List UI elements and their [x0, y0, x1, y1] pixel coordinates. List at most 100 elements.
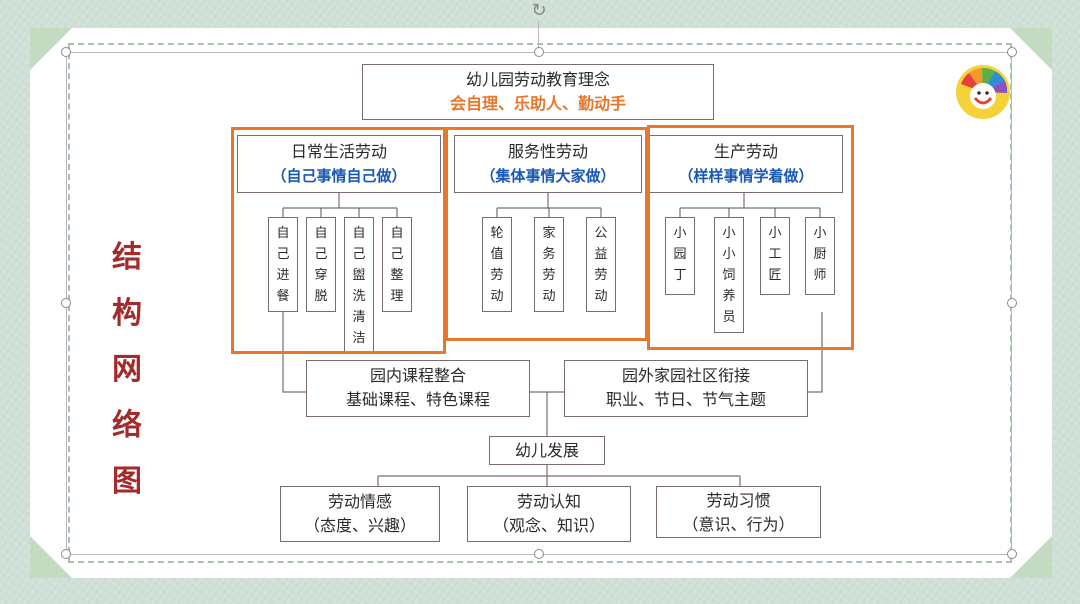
item-char: 穿	[314, 268, 328, 283]
middle-subtitle: 基础课程、特色课程	[345, 390, 490, 409]
resize-handle-top-left[interactable]	[61, 47, 71, 57]
item-char: 厨	[813, 247, 827, 262]
development-title: 幼儿发展	[514, 441, 579, 460]
item-char: 自	[352, 226, 366, 241]
concept-box: 幼儿园劳动教育理念 会自理、乐助人、勤动手	[362, 64, 714, 120]
corner-decoration	[1010, 536, 1052, 578]
rotate-handle-icon[interactable]: ↻	[531, 0, 547, 21]
item-char: 己	[314, 247, 328, 262]
item-char: 小	[673, 226, 687, 241]
item-box: 小 园 丁	[665, 217, 695, 295]
resize-handle-bottom-right[interactable]	[1007, 549, 1017, 559]
item-char: 自	[314, 226, 328, 241]
item-box: 小 小 饲 养 员	[714, 217, 744, 333]
item-char: 养	[722, 289, 736, 304]
outcome-subtitle: （观念、知识）	[492, 516, 605, 535]
item-char: 己	[390, 247, 404, 262]
item-char: 清	[352, 310, 366, 325]
category-box-daily-life: 日常生活劳动 （自己事情自己做）	[237, 135, 441, 193]
item-char: 小	[722, 247, 736, 262]
item-box: 自 己 整 理	[382, 217, 412, 312]
middle-subtitle: 职业、节日、节气主题	[605, 390, 766, 409]
middle-title: 园内课程整合	[369, 366, 466, 385]
category-title: 服务性劳动	[507, 142, 588, 161]
item-char: 动	[542, 289, 556, 304]
outcome-title: 劳动认知	[516, 492, 581, 511]
item-char: 脱	[314, 289, 328, 304]
concept-subtitle: 会自理、乐助人、勤动手	[449, 94, 626, 113]
middle-box-curriculum: 园内课程整合 基础课程、特色课程	[306, 360, 530, 417]
item-char: 园	[673, 247, 687, 262]
category-box-service: 服务性劳动 （集体事情大家做）	[454, 135, 642, 193]
side-title-char: 络	[112, 408, 142, 443]
item-box: 轮 值 劳 动	[482, 217, 512, 312]
middle-box-community: 园外家园社区衔接 职业、节日、节气主题	[564, 360, 808, 417]
resize-handle-top-right[interactable]	[1007, 47, 1017, 57]
outcome-box-habit: 劳动习惯 （意识、行为）	[656, 486, 821, 538]
item-char: 理	[390, 289, 404, 304]
item-box: 家 务 劳 动	[534, 217, 564, 312]
item-char: 动	[594, 289, 608, 304]
item-char: 匠	[768, 268, 782, 283]
resize-handle-bottom[interactable]	[534, 549, 544, 559]
item-char: 餐	[276, 289, 290, 304]
item-char: 自	[276, 226, 290, 241]
outcome-box-emotion: 劳动情感 （态度、兴趣）	[280, 486, 440, 542]
resize-handle-right[interactable]	[1007, 298, 1017, 308]
category-subtitle: （自己事情自己做）	[271, 167, 407, 185]
rotate-stem	[538, 20, 539, 48]
item-char: 小	[813, 226, 827, 241]
resize-handle-bottom-left[interactable]	[61, 549, 71, 559]
outcome-subtitle: （态度、兴趣）	[303, 516, 416, 535]
item-box: 自 己 盥 洗 清 洁	[344, 217, 374, 353]
item-char: 师	[813, 268, 827, 283]
category-title: 生产劳动	[713, 142, 778, 161]
item-char: 自	[390, 226, 404, 241]
item-box: 公 益 劳 动	[586, 217, 616, 312]
flower-logo-icon	[956, 65, 1010, 119]
item-char: 工	[768, 247, 782, 262]
outcome-box-cognition: 劳动认知 （观念、知识）	[467, 486, 631, 542]
item-box: 自 己 穿 脱	[306, 217, 336, 312]
item-char: 己	[276, 247, 290, 262]
item-char: 劳	[594, 268, 608, 283]
side-title: 结 构 网 络 图	[100, 230, 154, 510]
item-char: 公	[594, 226, 608, 241]
item-box: 小 工 匠	[760, 217, 790, 295]
category-box-production: 生产劳动 （样样事情学着做）	[649, 135, 843, 193]
category-subtitle: （集体事情大家做）	[480, 167, 616, 185]
item-box: 小 厨 师	[805, 217, 835, 295]
resize-handle-top[interactable]	[534, 47, 544, 57]
item-char: 值	[490, 247, 504, 262]
corner-decoration	[1010, 28, 1052, 70]
item-char: 进	[276, 268, 290, 283]
item-char: 己	[352, 247, 366, 262]
concept-title: 幼儿园劳动教育理念	[465, 70, 610, 89]
item-char: 益	[594, 247, 608, 262]
item-char: 饲	[722, 268, 736, 283]
item-char: 洗	[352, 289, 366, 304]
side-title-char: 图	[112, 464, 142, 499]
item-box: 自 己 进 餐	[268, 217, 298, 312]
category-subtitle: （样样事情学着做）	[678, 167, 814, 185]
item-char: 动	[490, 289, 504, 304]
category-title: 日常生活劳动	[290, 142, 387, 161]
item-char: 洁	[352, 331, 366, 346]
item-char: 小	[768, 226, 782, 241]
resize-handle-left[interactable]	[61, 298, 71, 308]
item-char: 轮	[490, 226, 504, 241]
item-char: 家	[542, 226, 556, 241]
item-char: 小	[722, 226, 736, 241]
item-char: 整	[390, 268, 404, 283]
item-char: 务	[542, 247, 556, 262]
outcome-title: 劳动习惯	[706, 491, 771, 510]
item-char: 员	[722, 310, 736, 325]
item-char: 丁	[673, 268, 687, 283]
item-char: 劳	[542, 268, 556, 283]
item-char: 盥	[352, 268, 366, 283]
outcome-title: 劳动情感	[327, 492, 392, 511]
outcome-subtitle: （意识、行为）	[682, 515, 795, 534]
side-title-char: 网	[112, 352, 142, 387]
development-box: 幼儿发展	[489, 436, 605, 465]
